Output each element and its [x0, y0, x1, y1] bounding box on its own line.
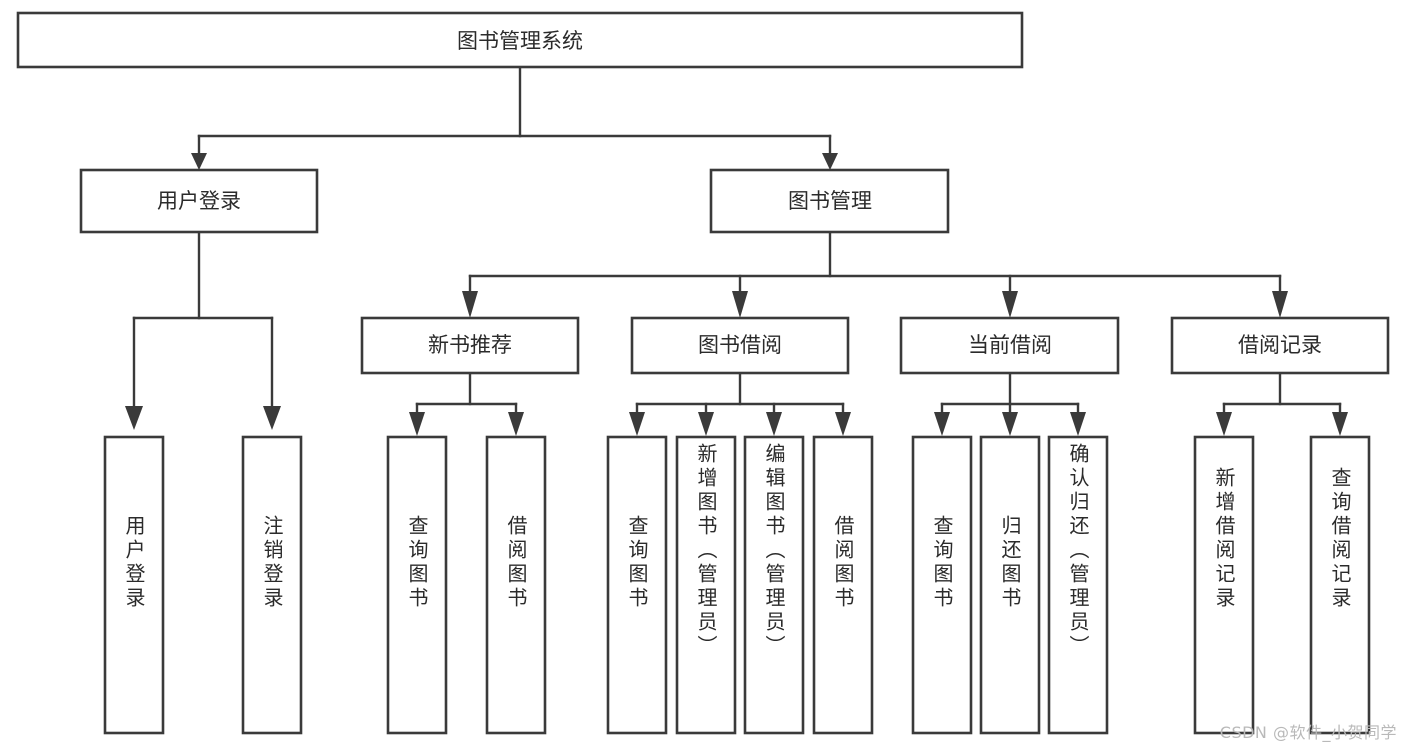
leaf-label-book-borrow-4: 借阅图书	[831, 515, 855, 611]
leaf-label-wrap-borrow-record-2: 查询借阅记录	[1328, 467, 1352, 611]
leaf-current-borrow-2[interactable]	[979, 435, 1041, 735]
leaf-new-book-1[interactable]	[386, 435, 448, 735]
leaf-label-user-login-2: 注销登录	[260, 515, 284, 611]
leaf-book-borrow-2[interactable]	[675, 435, 737, 735]
leaf-label-book-borrow-3: 编辑图书（管理员）	[762, 443, 786, 659]
label-book-manage: 图书管理	[788, 189, 872, 213]
arrow-to-book-borrow	[732, 291, 748, 318]
label-user-login: 用户登录	[157, 189, 241, 213]
leaf-label-wrap-user-login-1: 用户登录	[122, 515, 146, 611]
arrow-current-borrow-leaf-2	[1002, 412, 1018, 436]
arrow-to-borrow-record	[1272, 291, 1288, 318]
node-current-borrow[interactable]	[899, 316, 1120, 375]
label-root: 图书管理系统	[457, 29, 583, 53]
arrow-user-login-leaf-1	[125, 406, 143, 430]
arrow-borrow-record-leaf-2	[1332, 412, 1348, 436]
leaf-label-book-borrow-2: 新增图书（管理员）	[694, 443, 718, 659]
leaf-book-borrow-4[interactable]	[812, 435, 874, 735]
leaf-book-borrow-1[interactable]	[606, 435, 668, 735]
arrow-new-book-leaf-2	[508, 412, 524, 436]
label-book-borrow: 图书借阅	[698, 333, 782, 357]
arrow-user-login-leaf-2	[263, 406, 281, 430]
leaf-label-wrap-current-borrow-1: 查询图书	[930, 515, 954, 611]
leaf-label-wrap-book-borrow-4: 借阅图书	[831, 515, 855, 611]
vertical-label-layer: 用户登录 注销登录 查询图书 借阅图书 查询图书	[122, 443, 1352, 659]
node-book-manage[interactable]	[709, 168, 950, 234]
arrow-book-borrow-leaf-4	[835, 412, 851, 436]
leaf-user-login-2[interactable]	[241, 435, 303, 735]
leaf-label-wrap-new-book-1: 查询图书	[405, 515, 429, 611]
leaf-label-current-borrow-3: 确认归还（管理员）	[1066, 443, 1090, 659]
leaf-label-wrap-current-borrow-3: 确认归还（管理员）	[1066, 443, 1090, 659]
arrow-current-borrow-leaf-3	[1070, 412, 1086, 436]
node-new-book-recommend[interactable]	[360, 316, 580, 375]
label-new-book-recommend: 新书推荐	[428, 333, 512, 357]
node-root[interactable]	[16, 11, 1024, 69]
horizontal-label-layer: 图书管理系统 用户登录 图书管理 新书推荐 图书借阅 当前借阅 借阅记录	[157, 29, 1322, 357]
node-book-borrow[interactable]	[630, 316, 850, 375]
arrow-to-user-login	[191, 153, 207, 170]
arrow-book-borrow-leaf-2	[698, 412, 714, 436]
arrow-book-borrow-leaf-3	[766, 412, 782, 436]
arrow-to-book-manage	[822, 153, 838, 170]
arrow-to-new-book	[462, 291, 478, 318]
leaf-label-wrap-book-borrow-3: 编辑图书（管理员）	[762, 443, 786, 659]
connector-layer	[125, 65, 1348, 436]
arrow-new-book-leaf-1	[409, 412, 425, 436]
arrow-book-borrow-leaf-1	[629, 412, 645, 436]
leaf-label-new-book-1: 查询图书	[405, 515, 429, 611]
box-layer	[16, 11, 1390, 735]
leaf-borrow-record-2[interactable]	[1309, 435, 1371, 735]
leaf-label-wrap-book-borrow-2: 新增图书（管理员）	[694, 443, 718, 659]
arrow-to-current-borrow	[1002, 291, 1018, 318]
leaf-label-current-borrow-1: 查询图书	[930, 515, 954, 611]
leaf-current-borrow-3[interactable]	[1047, 435, 1109, 735]
node-user-login[interactable]	[79, 168, 319, 234]
label-borrow-record: 借阅记录	[1238, 333, 1322, 357]
arrow-current-borrow-leaf-1	[934, 412, 950, 436]
leaf-label-borrow-record-1: 新增借阅记录	[1212, 467, 1236, 611]
leaf-label-wrap-user-login-2: 注销登录	[260, 515, 284, 611]
leaf-label-new-book-2: 借阅图书	[504, 515, 528, 611]
leaf-label-wrap-book-borrow-1: 查询图书	[625, 515, 649, 611]
leaf-label-wrap-new-book-2: 借阅图书	[504, 515, 528, 611]
leaf-label-wrap-current-borrow-2: 归还图书	[998, 515, 1022, 611]
leaf-label-user-login-1: 用户登录	[122, 515, 146, 611]
leaf-book-borrow-3[interactable]	[743, 435, 805, 735]
leaf-borrow-record-1[interactable]	[1193, 435, 1255, 735]
leaf-label-current-borrow-2: 归还图书	[998, 515, 1022, 611]
leaf-new-book-2[interactable]	[485, 435, 547, 735]
leaf-current-borrow-1[interactable]	[911, 435, 973, 735]
node-borrow-record[interactable]	[1170, 316, 1390, 375]
leaf-label-wrap-borrow-record-1: 新增借阅记录	[1212, 467, 1236, 611]
label-current-borrow: 当前借阅	[968, 333, 1052, 357]
leaf-user-login-1[interactable]	[103, 435, 165, 735]
leaf-label-borrow-record-2: 查询借阅记录	[1328, 467, 1352, 611]
leaf-label-book-borrow-1: 查询图书	[625, 515, 649, 611]
arrow-borrow-record-leaf-1	[1216, 412, 1232, 436]
